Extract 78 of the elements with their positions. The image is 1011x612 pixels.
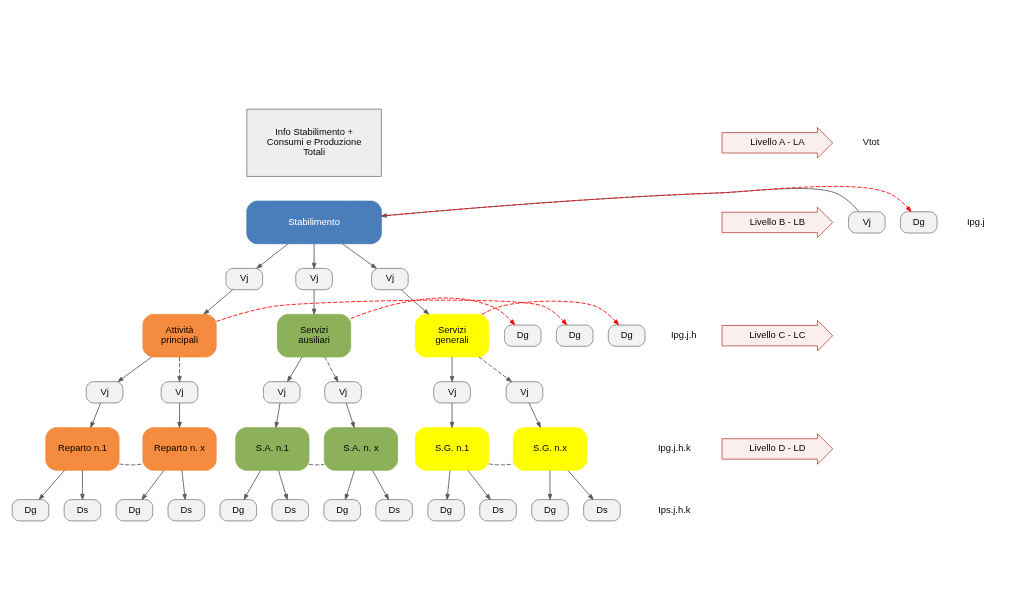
node-box: S.A. n. x bbox=[323, 427, 398, 471]
node-box: Ds bbox=[271, 499, 309, 522]
node-box: Info Stabilimento + Consumi e Produzione Totali bbox=[246, 108, 382, 177]
label: Ipg.j bbox=[966, 216, 985, 227]
arrow bbox=[350, 297, 516, 326]
arrow bbox=[445, 469, 451, 500]
label: Ips.j.h.k bbox=[658, 504, 691, 515]
arrow bbox=[371, 469, 389, 500]
node-box: Vj bbox=[371, 267, 409, 291]
node-box: Servizi generali bbox=[415, 313, 490, 358]
arrow bbox=[345, 402, 355, 428]
node-box: Reparto n. x bbox=[142, 427, 217, 471]
arrow bbox=[203, 289, 234, 315]
node-box: Dg bbox=[11, 499, 50, 522]
arrow bbox=[341, 243, 377, 269]
node-box: Servizi ausiliari bbox=[277, 313, 352, 358]
node-box: Dg bbox=[531, 499, 569, 522]
arrow bbox=[181, 469, 187, 500]
arrow bbox=[278, 469, 288, 500]
node-box: Vj bbox=[225, 267, 263, 291]
node-box: Dg bbox=[323, 499, 361, 522]
arrow bbox=[243, 469, 262, 500]
node-box: Ds bbox=[63, 499, 102, 522]
label: Ipg.j.h bbox=[670, 330, 697, 341]
arrow bbox=[274, 402, 281, 428]
node-box: Dg bbox=[427, 499, 465, 522]
arrow bbox=[478, 356, 512, 383]
arrow bbox=[481, 300, 620, 326]
node-box: Vj bbox=[85, 381, 124, 404]
arrow bbox=[311, 243, 317, 269]
node-box: Dg bbox=[607, 324, 646, 347]
node-box: Dg bbox=[555, 324, 594, 347]
arrow bbox=[80, 469, 85, 500]
arrow bbox=[567, 469, 594, 500]
arrow bbox=[90, 402, 102, 428]
arrow bbox=[400, 289, 430, 315]
connector bbox=[488, 463, 514, 466]
arrow bbox=[117, 356, 153, 383]
node-box: Vj bbox=[160, 381, 199, 404]
arrow bbox=[467, 469, 491, 500]
node-box: Reparto n.1 bbox=[45, 427, 120, 471]
node-box: Stabilimento bbox=[246, 200, 382, 245]
node-box: S.A. n.1 bbox=[235, 427, 310, 471]
node-box: Vj bbox=[324, 381, 362, 404]
label: Ipg.j.h.k bbox=[657, 443, 691, 454]
node-box: Ds bbox=[375, 499, 413, 522]
node-box: Ds bbox=[167, 499, 206, 522]
arrow bbox=[449, 356, 455, 383]
arrow bbox=[287, 356, 303, 383]
arrow bbox=[311, 289, 317, 315]
arrow bbox=[38, 469, 65, 500]
node-box: Dg bbox=[219, 499, 258, 522]
node-box: Vj bbox=[848, 211, 886, 234]
node-box: Attività principali bbox=[142, 313, 217, 358]
node-box: Vj bbox=[433, 381, 471, 404]
node-box: Ds bbox=[583, 499, 621, 522]
arrow bbox=[528, 402, 541, 428]
node-box: Ds bbox=[479, 499, 517, 522]
node-box: Dg bbox=[115, 499, 154, 522]
arrow bbox=[344, 469, 355, 500]
arrow bbox=[177, 356, 182, 383]
label: Vtot bbox=[862, 137, 880, 148]
arrow bbox=[141, 469, 165, 500]
arrow bbox=[324, 356, 339, 383]
node-box: Vj bbox=[505, 381, 544, 404]
connector bbox=[118, 463, 144, 466]
arrow bbox=[215, 299, 568, 326]
arrow bbox=[449, 402, 455, 428]
node-box: Vj bbox=[263, 381, 301, 404]
node-box: Dg bbox=[504, 324, 542, 347]
arrow bbox=[177, 402, 182, 428]
node-box: Dg bbox=[900, 211, 938, 234]
connector bbox=[308, 464, 325, 466]
node-box: S.G. n.1 bbox=[415, 427, 490, 471]
node-box: S.G. n.x bbox=[512, 427, 588, 471]
node-box: Vj bbox=[295, 267, 333, 291]
arrow bbox=[256, 243, 289, 269]
arrow bbox=[547, 469, 553, 500]
